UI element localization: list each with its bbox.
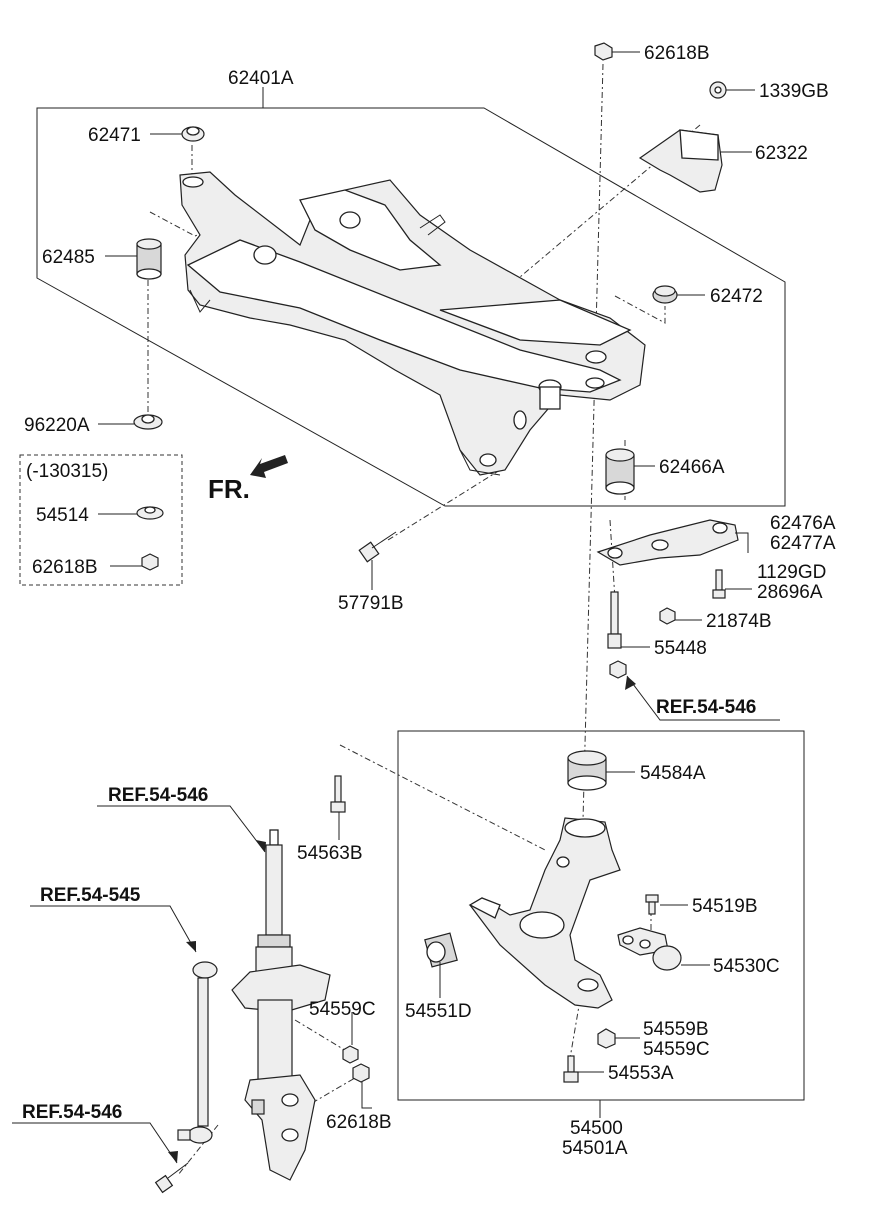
washer-96220A xyxy=(133,414,163,430)
label-62322: 62322 xyxy=(755,143,808,164)
bolt-strut-lower xyxy=(154,1162,189,1194)
nut-21874B xyxy=(659,607,676,625)
bracket-62476A xyxy=(596,519,739,566)
nut-54559B xyxy=(597,1028,616,1049)
bushing-62472 xyxy=(652,285,678,304)
label-54584A: 54584A xyxy=(640,763,706,784)
crossmember-group-outline xyxy=(36,107,786,507)
label-54559C-lower: 54559C xyxy=(643,1039,710,1060)
bolt-54563B xyxy=(330,775,346,813)
label-54501A: 54501A xyxy=(562,1138,628,1159)
nut-62618B-top xyxy=(594,42,613,61)
label-1129GD: 1129GD xyxy=(757,562,826,583)
label-62401A: 62401A xyxy=(228,68,294,89)
label-62472: 62472 xyxy=(710,286,763,307)
front-indicator: FR. xyxy=(208,474,250,504)
nut-54559C-upper xyxy=(342,1045,359,1064)
label-54563B: 54563B xyxy=(297,843,363,864)
label-54559B: 54559B xyxy=(643,1019,709,1040)
label-54530C: 54530C xyxy=(713,956,780,977)
ref-strut: REF.54-546 xyxy=(108,785,208,806)
label-21874B: 21874B xyxy=(706,611,772,632)
label-62618B-top: 62618B xyxy=(644,43,710,64)
date-note-box xyxy=(19,454,183,586)
label-96220A: 96220A xyxy=(24,415,90,436)
bolt-55448 xyxy=(607,591,622,649)
ball-joint-54530C xyxy=(617,927,682,971)
nut-ref-lower xyxy=(609,660,627,679)
front-arrow-icon xyxy=(250,455,288,478)
nut-62618B-box xyxy=(141,553,159,571)
date-note: (-130315) xyxy=(26,461,108,482)
label-1339GB: 1339GB xyxy=(759,81,829,102)
bushing-54584A xyxy=(567,750,607,791)
lower-arm-54500 xyxy=(468,817,621,1009)
bushing-62471 xyxy=(181,126,205,142)
ref-link: REF.54-545 xyxy=(40,885,141,906)
stabilizer-link xyxy=(177,961,218,1144)
bracket-62322 xyxy=(638,129,723,193)
label-62477A: 62477A xyxy=(770,533,836,554)
label-55448: 55448 xyxy=(654,638,707,659)
label-62618B-bottom: 62618B xyxy=(326,1112,392,1133)
label-57791B: 57791B xyxy=(338,593,404,614)
ref-lower: REF.54-546 xyxy=(22,1102,122,1123)
label-62466A: 62466A xyxy=(659,457,725,478)
bolt-57791B xyxy=(358,531,397,563)
subframe-drawing xyxy=(179,171,646,476)
bolt-1129GD xyxy=(712,569,726,599)
lower-arm-group-outline xyxy=(397,730,805,1101)
label-54551D: 54551D xyxy=(405,1001,472,1022)
label-62485: 62485 xyxy=(42,247,95,268)
label-54500: 54500 xyxy=(570,1118,623,1139)
ref-upper: REF.54-546 xyxy=(656,697,756,718)
bolt-54519B xyxy=(645,894,659,915)
bolt-54553A xyxy=(563,1055,579,1083)
label-62471: 62471 xyxy=(88,125,141,146)
label-54559C-upper: 54559C xyxy=(309,999,376,1020)
label-62476A: 62476A xyxy=(770,513,836,534)
label-54553A: 54553A xyxy=(608,1063,674,1084)
washer-1339GB xyxy=(709,81,727,99)
nut-62618B-bottom xyxy=(352,1063,370,1083)
label-54519B: 54519B xyxy=(692,896,758,917)
bushing-62485 xyxy=(136,238,162,280)
bushing-54551D xyxy=(424,932,458,968)
label-54514: 54514 xyxy=(36,505,89,526)
label-28696A: 28696A xyxy=(757,582,823,603)
bushing-62466A xyxy=(605,448,635,495)
label-62618B-box: 62618B xyxy=(32,557,98,578)
washer-54514 xyxy=(136,506,164,520)
strut-assembly xyxy=(231,829,331,1181)
